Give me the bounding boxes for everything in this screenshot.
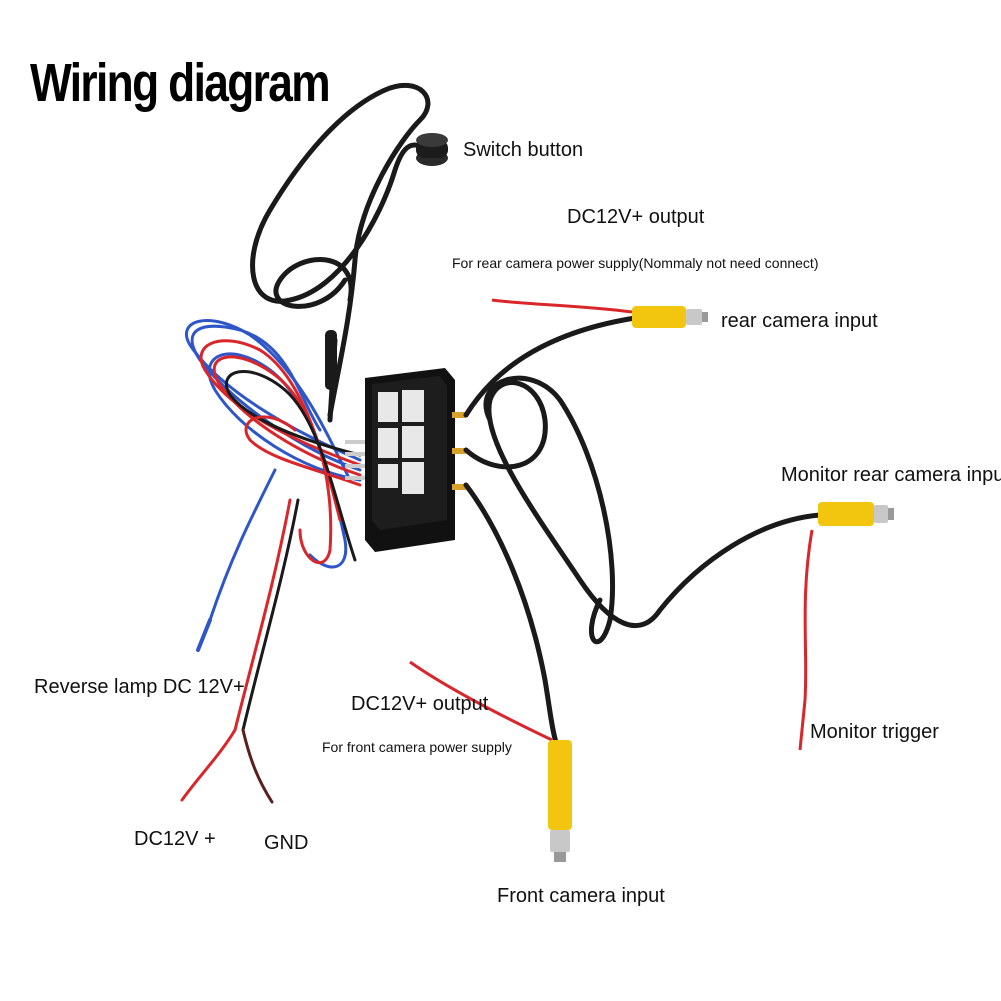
front-camera-cable	[463, 482, 559, 745]
front-dc12v-wire	[409, 660, 553, 742]
dc12v-plus-label: DC12V +	[134, 828, 216, 850]
diagram-title: Wiring diagram	[30, 53, 331, 113]
switch-button-label: Switch button	[463, 139, 584, 161]
rear-camera-cable	[463, 315, 638, 418]
front-camera-rca[interactable]	[548, 740, 572, 862]
rear-power-note: For rear camera power supply(Nommaly not…	[452, 255, 819, 271]
dc12v-gnd-wires	[180, 498, 300, 804]
rear-camera-rca[interactable]	[632, 306, 708, 328]
front-power-note: For front camera power supply	[322, 739, 512, 755]
left-wire-bundle	[185, 319, 362, 569]
monitor-trigger-wire	[798, 529, 814, 751]
monitor-rear-cable	[463, 375, 823, 645]
gnd-label: GND	[264, 832, 309, 854]
monitor-trigger-label: Monitor trigger	[810, 721, 939, 743]
switch-button-icon[interactable]	[416, 133, 448, 166]
reverse-lamp-wire	[196, 468, 277, 652]
reverse-lamp-label: Reverse lamp DC 12V+	[34, 676, 245, 698]
monitor-rca[interactable]	[818, 502, 894, 526]
monitor-rear-camera-input-label: Monitor rear camera input	[781, 464, 1001, 486]
rear-dc12v-output-label: DC12V+ output	[567, 206, 705, 228]
rear-dc12v-wire	[491, 298, 633, 314]
front-camera-input-label: Front camera input	[497, 885, 665, 907]
front-dc12v-output-label: DC12V+ output	[351, 693, 489, 715]
rear-camera-input-label: rear camera input	[721, 310, 878, 332]
switch-inline-sleeve	[325, 330, 337, 390]
control-box[interactable]	[345, 368, 466, 552]
